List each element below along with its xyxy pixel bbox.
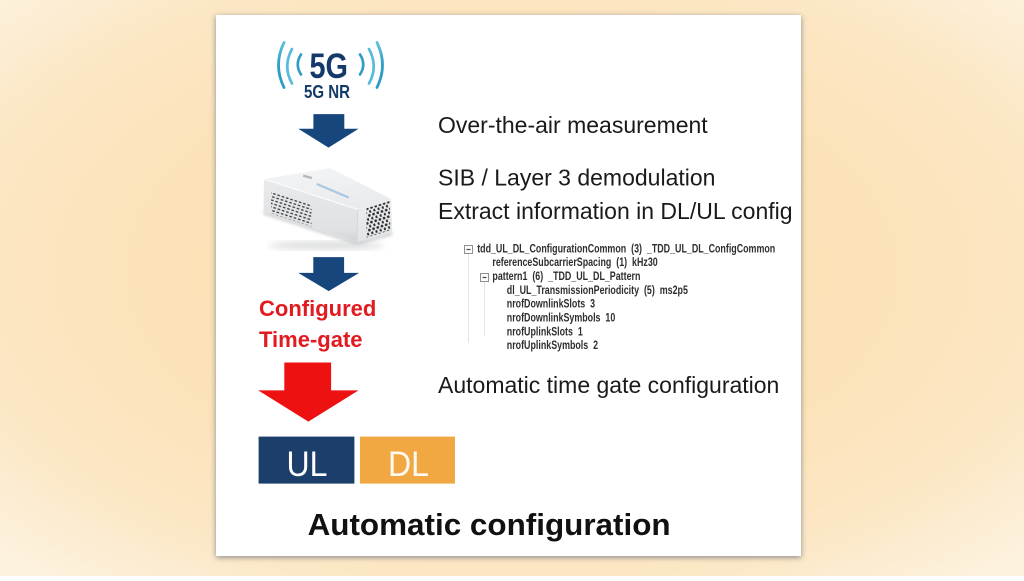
- svg-text:Over-the-air measurement: Over-the-air measurement: [438, 112, 708, 138]
- svg-text:Time-gate: Time-gate: [259, 327, 363, 352]
- svg-text:tdd_UL_DL_ConfigurationCommon: tdd_UL_DL_ConfigurationCommon (3) _TDD_U…: [477, 241, 775, 255]
- svg-text:Automatic configuration: Automatic configuration: [308, 507, 671, 542]
- svg-text:Extract information in DL/UL c: Extract information in DL/UL config: [438, 198, 793, 224]
- svg-text:DL: DL: [388, 445, 429, 484]
- svg-text:referenceSubcarrierSpacing (1: referenceSubcarrierSpacing (1) kHz30: [492, 255, 658, 269]
- svg-text:nrofDownlinkSlots 3: nrofDownlinkSlots 3: [507, 297, 596, 311]
- svg-text:pattern1 (6) _TDD_UL_DL_Patt: pattern1 (6) _TDD_UL_DL_Pattern: [492, 269, 640, 283]
- svg-text:Automatic time gate configurat: Automatic time gate configuration: [438, 372, 779, 398]
- svg-text:nrofUplinkSlots 1: nrofUplinkSlots 1: [507, 324, 583, 338]
- svg-text:UL: UL: [287, 445, 328, 484]
- svg-text:dl_UL_TransmissionPeriodicity: dl_UL_TransmissionPeriodicity (5) ms2p5: [507, 283, 688, 297]
- svg-text:SIB / Layer 3 demodulation: SIB / Layer 3 demodulation: [438, 165, 715, 191]
- svg-text:nrofDownlinkSymbols 10: nrofDownlinkSymbols 10: [507, 311, 616, 325]
- svg-text:Configured: Configured: [259, 296, 376, 321]
- svg-text:nrofUplinkSymbols 2: nrofUplinkSymbols 2: [507, 338, 599, 352]
- svg-text:5G NR: 5G NR: [304, 82, 350, 102]
- svg-text:5G: 5G: [310, 47, 349, 86]
